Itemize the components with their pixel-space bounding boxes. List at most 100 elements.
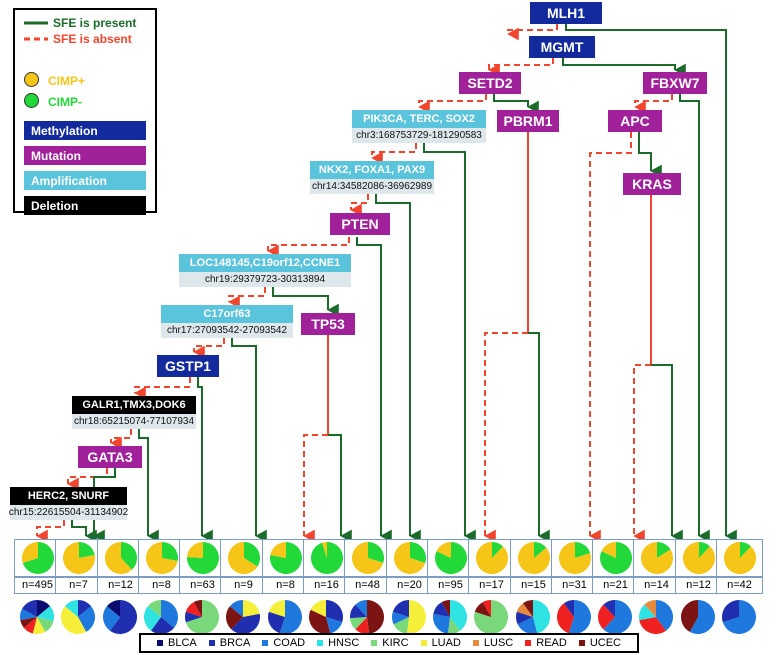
cimp-pie-chart: [187, 542, 219, 574]
cimp-pie-chart: [683, 542, 715, 574]
leaf-cimp-pie-box[interactable]: [179, 539, 226, 577]
genomic-coordinate-label: chr19:29379723-30313894: [204, 273, 326, 285]
leaf-sample-count-label: n=21: [603, 579, 628, 591]
legend-sfe-absent-label: SFE is absent: [53, 32, 132, 46]
tree-node-apc[interactable]: APC: [608, 110, 662, 132]
leaf-sample-count: n=48: [344, 577, 391, 594]
tumor-type-pie-chart[interactable]: [185, 600, 219, 634]
cimp-pie-chart: [600, 542, 632, 574]
tumor-legend-swatch: [578, 640, 585, 646]
tree-node-tp53[interactable]: TP53: [301, 313, 355, 335]
tumor-type-pie-chart[interactable]: [20, 600, 54, 634]
symbol-legend: SFE is present SFE is absent CIMP+ CIMP-…: [13, 8, 157, 215]
tumor-legend-label: KIRC: [382, 637, 409, 649]
leaf-cimp-pie-box[interactable]: [551, 539, 598, 577]
tree-node-mgmt[interactable]: MGMT: [529, 36, 595, 58]
leaf-sample-count-label: n=31: [562, 579, 587, 591]
leaf-sample-count-label: n=495: [22, 579, 53, 591]
cimp-positive-swatch: [24, 72, 39, 87]
tumor-legend-label: UCEC: [589, 637, 621, 649]
tumor-type-pie-chart[interactable]: [516, 600, 550, 634]
leaf-sample-count-label: n=63: [190, 579, 215, 591]
tree-node-label: HERC2, SNURF: [27, 489, 110, 502]
legend-bar-methylation: Methylation: [24, 121, 146, 140]
leaf-cimp-pie-box[interactable]: [592, 539, 639, 577]
tumor-type-pie-chart[interactable]: [103, 600, 137, 634]
leaf-sample-count-label: n=15: [521, 579, 546, 591]
tree-node-pik3ca[interactable]: PIK3CA, TERC, SOX2: [352, 110, 486, 128]
leaf-sample-count: n=21: [592, 577, 639, 594]
tree-node-pbrm1[interactable]: PBRM1: [497, 110, 559, 132]
tumor-type-pie-chart[interactable]: [268, 600, 302, 634]
leaf-sample-count: n=7: [55, 577, 102, 594]
tumor-type-pie-chart[interactable]: [309, 600, 343, 634]
tree-node-kras[interactable]: KRAS: [623, 173, 681, 195]
tumor-type-pie-chart[interactable]: [598, 600, 632, 634]
tumor-type-pie-chart[interactable]: [474, 600, 508, 634]
leaf-sample-count-label: n=8: [152, 579, 171, 591]
leaf-cimp-pie-box[interactable]: [716, 539, 763, 577]
tree-node-fbxw7[interactable]: FBXW7: [643, 72, 707, 94]
tree-node-loc148145[interactable]: LOC148145,C19orf12,CCNE1: [179, 254, 351, 272]
leaf-sample-count-label: n=42: [727, 579, 752, 591]
genomic-coordinate-label: chr14:34582086-36962989: [311, 180, 433, 192]
tumor-type-pie-chart[interactable]: [226, 600, 260, 634]
tree-node-setd2[interactable]: SETD2: [459, 72, 521, 94]
tree-node-label: PBRM1: [503, 113, 553, 129]
tree-node-gata3[interactable]: GATA3: [78, 446, 142, 468]
leaf-cimp-pie-box[interactable]: [633, 539, 680, 577]
tumor-type-pie-chart[interactable]: [350, 600, 384, 634]
tumor-legend-swatch: [525, 640, 532, 646]
leaf-cimp-pie-box[interactable]: [510, 539, 557, 577]
tumor-type-pie-chart[interactable]: [722, 600, 756, 634]
tumor-legend-label: LUAD: [431, 637, 461, 649]
legend-bar-methylation-label: Methylation: [31, 123, 98, 138]
tree-node-label: C17orf63: [203, 307, 251, 320]
leaf-sample-count: n=31: [551, 577, 598, 594]
tree-node-herc2[interactable]: HERC2, SNURF: [10, 487, 127, 505]
leaf-cimp-pie-box[interactable]: [386, 539, 433, 577]
tree-node-label: PIK3CA, TERC, SOX2: [363, 112, 475, 125]
legend-line-swatches: [24, 21, 48, 41]
leaf-cimp-pie-box[interactable]: [220, 539, 267, 577]
tumor-legend-label: READ: [536, 637, 567, 649]
tumor-type-pie-chart[interactable]: [61, 600, 95, 634]
tumor-legend-entry: LUAD: [420, 637, 461, 649]
genomic-coordinate-label: chr15:22615504-31134902: [8, 506, 129, 518]
legend-bar-mutation-label: Mutation: [31, 148, 81, 163]
tree-node-nkx2[interactable]: NKX2, FOXA1, PAX9: [310, 161, 434, 179]
tumor-type-pie-chart[interactable]: [557, 600, 591, 634]
leaf-cimp-pie-box[interactable]: [138, 539, 185, 577]
tree-node-mlh1[interactable]: MLH1: [530, 2, 602, 24]
legend-cimp-negative-label: CIMP-: [48, 95, 82, 109]
tree-node-c17orf63[interactable]: C17orf63: [161, 305, 293, 323]
leaf-cimp-pie-box[interactable]: [675, 539, 722, 577]
leaf-cimp-pie-box[interactable]: [14, 539, 61, 577]
tumor-type-pie-chart[interactable]: [433, 600, 467, 634]
tree-node-pten[interactable]: PTEN: [330, 213, 390, 235]
leaf-cimp-pie-box[interactable]: [303, 539, 350, 577]
leaf-sample-count: n=63: [179, 577, 226, 594]
leaf-sample-count-label: n=12: [108, 579, 133, 591]
leaf-cimp-pie-box[interactable]: [468, 539, 515, 577]
leaf-sample-count-label: n=48: [355, 579, 380, 591]
tumor-legend-entry: READ: [525, 637, 567, 649]
leaf-sample-count-label: n=16: [314, 579, 339, 591]
tree-node-gstp1[interactable]: GSTP1: [157, 355, 219, 377]
leaf-cimp-pie-box[interactable]: [262, 539, 309, 577]
tumor-type-pie-chart[interactable]: [681, 600, 715, 634]
tumor-legend-entry: COAD: [262, 637, 305, 649]
leaf-sample-count-label: n=9: [234, 579, 253, 591]
tumor-type-pie-chart[interactable]: [639, 600, 673, 634]
leaf-cimp-pie-box[interactable]: [55, 539, 102, 577]
cimp-pie-chart: [476, 542, 508, 574]
tumor-type-pie-chart[interactable]: [144, 600, 178, 634]
tree-node-galr1[interactable]: GALR1,TMX3,DOK6: [72, 396, 196, 414]
leaf-cimp-pie-box[interactable]: [344, 539, 391, 577]
leaf-cimp-pie-box[interactable]: [427, 539, 474, 577]
tree-node-label: GALR1,TMX3,DOK6: [82, 398, 186, 411]
leaf-cimp-pie-box[interactable]: [97, 539, 144, 577]
tumor-type-pie-chart[interactable]: [392, 600, 426, 634]
